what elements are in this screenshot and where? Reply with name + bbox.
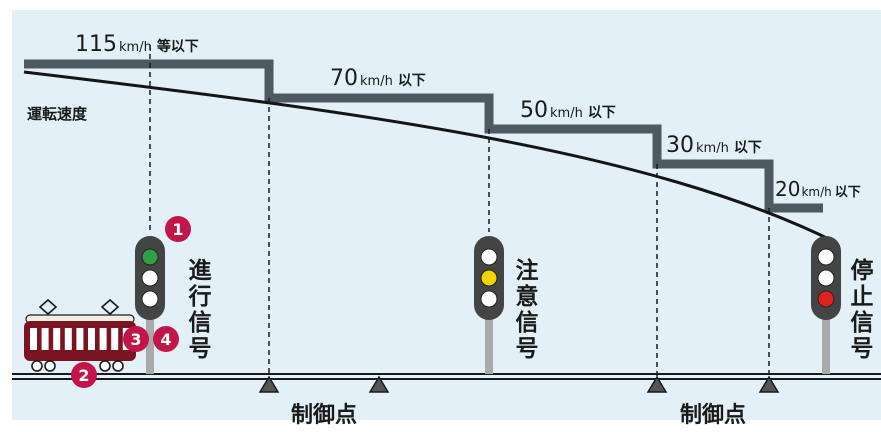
signal-lamp-red xyxy=(817,290,835,308)
signal-label-char: 行 xyxy=(188,283,212,310)
triangle-marker-icon xyxy=(368,375,390,393)
signal-label-char: 信 xyxy=(851,309,874,336)
rail-track xyxy=(12,373,881,380)
triangle-marker-icon xyxy=(758,375,780,393)
train-window xyxy=(111,328,119,350)
marker-1: 1 xyxy=(165,216,191,242)
signal-label-char: 注 xyxy=(516,257,539,284)
signal-lamp-green xyxy=(141,248,159,266)
marker-number: 2 xyxy=(78,366,89,385)
speed-value: 115 xyxy=(75,32,117,57)
marker-number: 3 xyxy=(130,330,141,349)
marker-number: 4 xyxy=(160,330,171,349)
operating-speed-curve xyxy=(23,70,836,244)
train-window xyxy=(30,328,37,350)
train-window xyxy=(41,328,49,350)
signal-label-char: 信 xyxy=(516,309,539,336)
marker-2: 2 xyxy=(71,362,97,388)
signal-lamp-off xyxy=(141,269,159,287)
marker-4: 4 xyxy=(153,326,179,352)
marker-number: 1 xyxy=(172,220,183,239)
speed-value: 70 xyxy=(330,66,358,91)
speed-limit-label-5: 20km/h 以下 xyxy=(775,177,861,201)
proceed-signal xyxy=(135,236,165,374)
stop-signal xyxy=(811,236,841,374)
speed-value: 30 xyxy=(666,133,694,158)
speed-value: 20 xyxy=(775,177,800,201)
signal-label-char: 止 xyxy=(851,284,874,310)
train-window xyxy=(64,328,72,350)
signal-label-char: 号 xyxy=(516,336,539,362)
control-point-markers xyxy=(258,375,780,393)
speed-limit-staircase xyxy=(24,59,823,213)
signal-label-char: 号 xyxy=(851,336,874,362)
speed-suffix: 以下 xyxy=(588,105,616,121)
signal-lamp-off xyxy=(817,269,835,287)
signal-lamp-off xyxy=(480,290,498,308)
operating-speed-label: 運転速度 xyxy=(27,105,88,123)
signal-label-char: 号 xyxy=(189,336,212,362)
speed-unit: km/h xyxy=(360,74,393,89)
speed-suffix: 以下 xyxy=(398,73,426,89)
train-window xyxy=(76,328,84,350)
dashed-guides xyxy=(149,45,770,380)
speed-suffix: 以下 xyxy=(835,185,861,200)
svg-text:20km/h以下: 20km/h 以下 xyxy=(775,177,861,201)
signal-label-char: 意 xyxy=(516,283,539,310)
triangle-marker-icon xyxy=(646,375,668,393)
speed-suffix: 等以下 xyxy=(157,38,199,55)
train-window xyxy=(53,328,61,350)
speed-unit: km/h xyxy=(550,106,583,121)
speed-suffix: 以下 xyxy=(734,140,762,156)
caution-signal xyxy=(474,236,504,374)
signal-lamp-off xyxy=(480,248,498,266)
signal-lamp-yellow xyxy=(480,269,498,287)
control-point-label: 制御点 xyxy=(291,402,357,428)
signal-label-char: 停 xyxy=(851,257,874,284)
signal-label-char: 信 xyxy=(189,309,212,336)
diagram-background xyxy=(12,10,881,420)
control-point-label: 制御点 xyxy=(680,402,746,428)
triangle-marker-icon xyxy=(258,375,280,393)
train-window xyxy=(88,328,95,350)
signal-label-char: 進 xyxy=(189,258,212,284)
marker-3: 3 xyxy=(123,326,149,352)
speed-value: 50 xyxy=(520,98,548,123)
speed-unit: km/h xyxy=(801,185,831,199)
speed-unit: km/h xyxy=(119,40,152,55)
signal-lamp-off xyxy=(141,290,159,308)
signal-lamp-off xyxy=(817,248,835,266)
speed-unit: km/h xyxy=(696,141,729,156)
train-window xyxy=(99,328,107,350)
